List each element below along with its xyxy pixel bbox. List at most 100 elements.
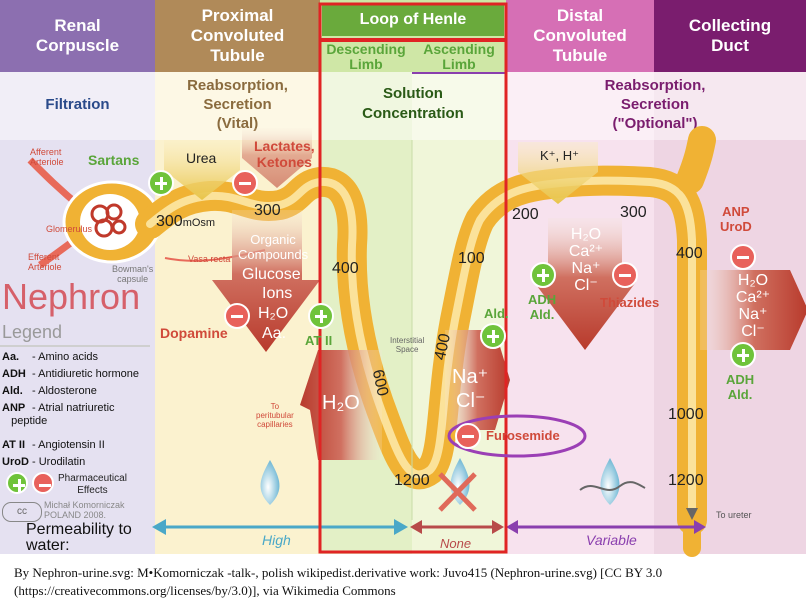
header-pct: Proximal Convoluted Tubule (155, 0, 320, 72)
legend-item-ald: Ald.- Aldosterone (2, 385, 97, 397)
substance-na-loop: Na⁺ (452, 366, 489, 388)
header-descending: Descending Limb (326, 41, 406, 72)
k-h-arrow (518, 142, 598, 204)
substance-urea: Urea (186, 150, 217, 166)
header-dct: Distal Convoluted Tubule (506, 0, 654, 72)
substance-ions: Ions (262, 285, 293, 302)
function-pct: Reabsorption, Secretion (Vital) (187, 76, 288, 132)
dct-reabsorption-arrow (534, 218, 636, 350)
label-bowman: Bowman's capsule (112, 264, 154, 284)
cd-ion-h2o: H₂O (737, 272, 769, 289)
ascending-purple-line (412, 72, 506, 74)
drug-ald-loop: Ald. (484, 306, 509, 321)
permeability-arrows (152, 519, 706, 535)
substance-h2o-pct: H₂O (258, 305, 289, 322)
water-drop-high (260, 460, 280, 505)
label-vasa-recta: Vasa recta (188, 254, 231, 264)
label-interstitial: Interstitial Space (390, 336, 425, 354)
tubule-drawing (27, 2, 806, 557)
cd-ion-na: Na⁺ (738, 306, 768, 323)
legend-item-at2: AT II- Angiotensin II (2, 439, 105, 451)
sartans-plus-icon (148, 170, 174, 196)
legend-minus-icon (32, 472, 54, 494)
osm-1200-cd: 1200 (668, 472, 704, 489)
drug-adh-ald-dct: ADH Ald. (528, 292, 557, 322)
cd-ion-ca: Ca²⁺ (735, 289, 771, 306)
dopamine-minus-icon (224, 303, 250, 329)
header-renal-corpuscle: Renal Corpuscle (0, 0, 155, 72)
header-collecting: Collecting Duct (654, 0, 806, 72)
permeability-label: Permeability to water: (26, 522, 132, 552)
header-loop: Loop of Henle (322, 4, 504, 36)
osm-400-desc: 400 (332, 260, 359, 277)
label-afferent: Afferent Arteriole (30, 147, 64, 167)
drug-sartans: Sartans (88, 152, 140, 168)
substance-glucose: Glucose (242, 266, 301, 283)
drug-adh-ald-cd: ADH Ald. (726, 372, 755, 402)
substance-aa-pct: Aa. (262, 325, 287, 342)
function-dct: Reabsorption, Secretion ("Optional") (604, 76, 706, 132)
dct-ion-ca: Ca²⁺ (568, 243, 604, 260)
substance-h2o-loop: H₂O (322, 392, 360, 414)
nephron-title: Nephron (2, 276, 141, 317)
attribution-caption: By Nephron-urine.svg: M•Komorniczak -tal… (14, 565, 663, 598)
urea-minus-icon (232, 170, 258, 196)
ald-loop-plus-icon (480, 323, 506, 349)
loop-header-red-bar (320, 38, 513, 42)
function-row-band (0, 72, 806, 140)
dct-ion-na: Na⁺ (571, 260, 601, 277)
permeability-high: High (262, 532, 291, 548)
drug-anp-urod: ANP UroD (720, 204, 752, 234)
urea-arrow (164, 140, 240, 200)
substance-k-h: K⁺, H⁺ (540, 148, 580, 163)
dct-ion-list: H₂O Ca²⁺ Na⁺ Cl⁻ (556, 226, 616, 294)
substance-organic: Organic Compounds (238, 232, 309, 262)
anp-minus-icon (730, 244, 756, 270)
permeability-none: None (440, 536, 472, 551)
legend-author: Michał Komorniczak POLAND 2008. (44, 500, 125, 520)
glomerulus-capsule (62, 180, 162, 264)
ureter-arrow (686, 508, 698, 520)
cd-ion-list: H₂O Ca²⁺ Na⁺ Cl⁻ (728, 272, 778, 340)
osm-1200-bottom: 1200 (394, 472, 430, 489)
permeability-variable: Variable (586, 532, 637, 548)
cd-ion-cl: Cl⁻ (741, 323, 765, 340)
legend-item-aa: Aa.- Amino acids (2, 351, 99, 363)
drug-dopamine: Dopamine (160, 325, 228, 341)
at2-plus-icon (308, 303, 334, 329)
lactates-arrow (242, 128, 312, 188)
adh-ald-dct-plus-icon (530, 262, 556, 288)
dct-ion-h2o: H₂O (570, 226, 602, 243)
cc-license-icon: cc (2, 502, 42, 522)
substance-lactates: Lactates, Ketones (254, 138, 315, 170)
loop-highlight-box (318, 2, 508, 554)
furosemide-minus-icon (455, 423, 481, 449)
pct-reabsorption-arrow (212, 210, 320, 352)
label-efferent: Efferent Arteriole (28, 252, 62, 272)
osm-300-dct: 300 (620, 204, 647, 221)
osm-100: 100 (458, 250, 485, 267)
dct-ion-cl: Cl⁻ (574, 277, 598, 294)
drug-furosemide: Furosemide (486, 428, 560, 443)
osm-300-start: 300mOsm (156, 213, 216, 230)
drug-thiazides: Thiazides (600, 295, 660, 310)
legend-item-urod: UroD- Urodilatin (2, 456, 86, 468)
label-glomerulus: Glomerulus (46, 224, 93, 234)
label-peritubular: To peritubular capillaries (256, 402, 294, 429)
legend-plus-icon (6, 472, 28, 494)
cd-reabsorption-arrow (700, 270, 806, 350)
legend-divider (0, 345, 150, 347)
osm-400-cd: 400 (676, 245, 703, 262)
label-to-ureter: To ureter (716, 510, 752, 520)
function-filtration: Filtration (45, 95, 110, 113)
water-drop-variable (579, 458, 646, 505)
furosemide-highlight (447, 414, 587, 458)
drug-at2: AT II (305, 333, 333, 348)
substance-cl-loop: Cl⁻ (456, 390, 486, 412)
adh-ald-cd-plus-icon (730, 342, 756, 368)
osm-1000: 1000 (668, 406, 704, 423)
thiazides-minus-icon (612, 262, 638, 288)
legend-item-adh: ADH- Antidiuretic hormone (2, 368, 139, 380)
osm-300-pct: 300 (254, 202, 281, 219)
